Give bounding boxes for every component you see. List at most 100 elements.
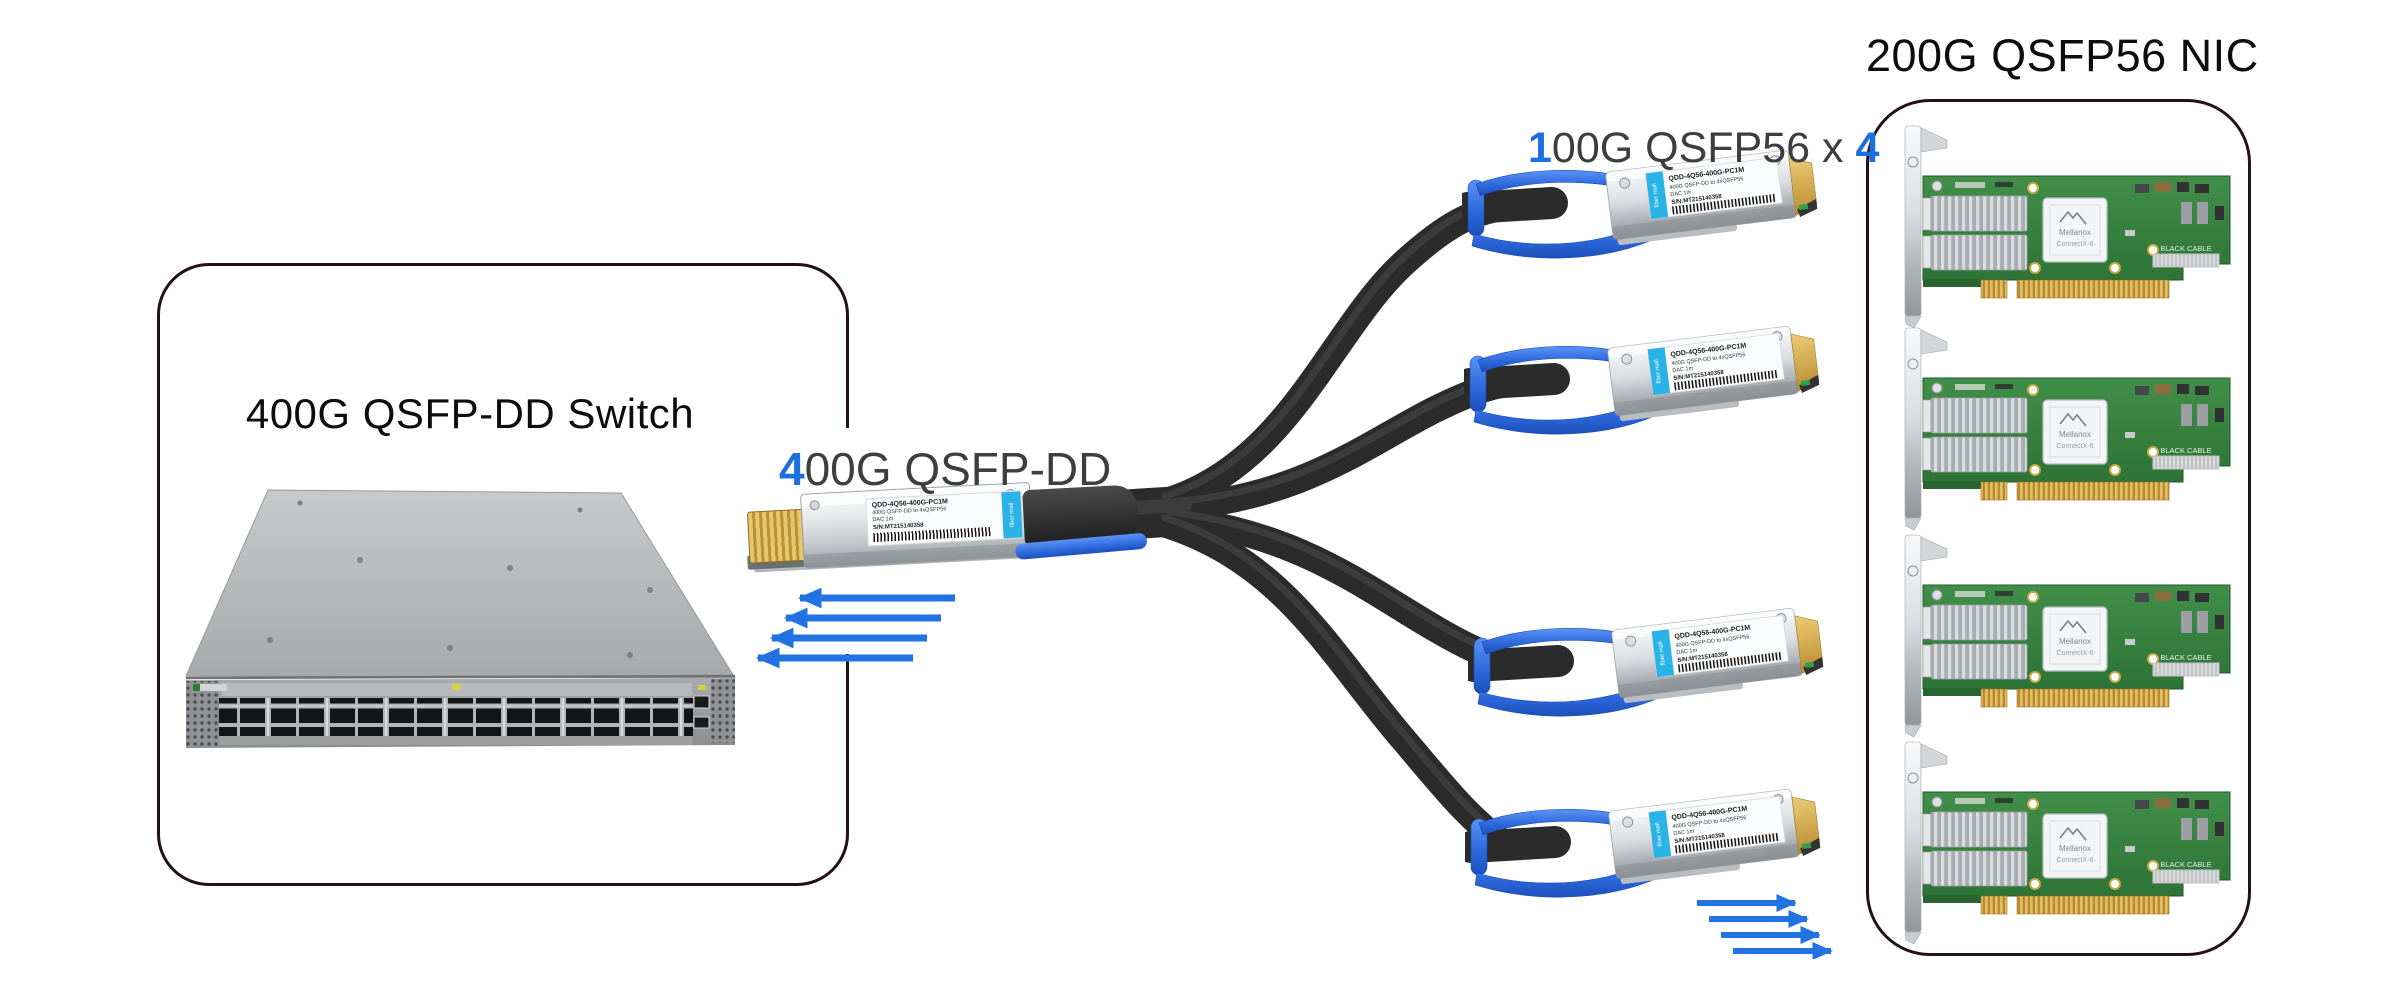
nic-card-image: Mellanox ConnectX-6 BLACK: [1904, 125, 2231, 329]
qsfpdd-label-rest: 00G QSFP-DD: [804, 443, 1112, 495]
connector-brand-strip: [1645, 171, 1669, 220]
connector-label-barcode: [1677, 651, 1783, 673]
mellanox-logo-icon: [2059, 210, 2087, 225]
switch-top-face: [185, 489, 736, 679]
connector-shade: [1614, 843, 1800, 879]
qsfp56-connector-2: fiber mall QDD-4Q56-400G-PC1M 400G QSFP-…: [1454, 326, 1844, 446]
nic-pcie-tab-long: [2016, 481, 2170, 501]
connector-tip-pcb: [1798, 203, 1809, 211]
connector-brand-strip: [1648, 810, 1672, 859]
nic-card-1: Mellanox ConnectX-6 BLACK: [1885, 118, 2245, 330]
qsfpdd-screw-1: [809, 499, 820, 511]
nic-port-cages: [1922, 397, 2028, 473]
connector-brand-strip: [1647, 347, 1671, 396]
qsfpdd-label-length: DAC 1m: [872, 516, 894, 524]
nic-chip-model: ConnectX-6: [2057, 650, 2094, 657]
connector-label-barcode: [1674, 832, 1780, 854]
switch-port-bottom-rail: [219, 736, 693, 745]
qsfp56-connector-4: fiber mall QDD-4Q56-400G-PC1M 400G QSFP-…: [1455, 789, 1845, 909]
connector-gold-tip: [1788, 157, 1818, 216]
connector-gold-tip: [1794, 615, 1824, 674]
switch-right-vent: [711, 679, 735, 743]
nic-pcie-tab-short: [1980, 688, 2008, 708]
connector-tip-pcb: [1800, 379, 1811, 387]
switch-badge: [193, 684, 227, 691]
switch-sticker-1: [452, 684, 461, 690]
qsfp56-connector-3: fiber mall QDD-4Q56-400G-PC1M 400G QSFP-…: [1458, 608, 1848, 728]
nic-silkscreen-text: BLACK CABLE: [2160, 244, 2211, 253]
qsfpdd-spec-label: QDD-4Q56-400G-PC1M 400G QSFP-DD to 4xQSF…: [865, 490, 1024, 547]
nic-card-image: Mellanox ConnectX-6 BLACK: [1904, 327, 2231, 531]
nic-components: [1955, 384, 2224, 438]
nic-port-cages: [1922, 811, 2028, 887]
nic-card-2: Mellanox ConnectX-6 BLACK: [1885, 320, 2245, 532]
connector-screw-1: [1619, 177, 1631, 189]
connector-screw-1: [1625, 635, 1637, 647]
connector-brand-text: fiber mall: [1652, 183, 1661, 208]
cable-branch-3: [1156, 504, 1529, 679]
nic-chip-brand: Mellanox: [2059, 228, 2091, 237]
nic-mezz-connector: [2152, 869, 2220, 884]
nic-cage-screw: [1931, 180, 1943, 192]
nic-chip-brand: Mellanox: [2059, 430, 2091, 439]
mellanox-logo-icon: [2059, 412, 2087, 427]
nic-bracket: [1904, 534, 1948, 738]
nic-bracket: [1904, 327, 1948, 531]
connector-label-barcode: [1671, 193, 1777, 215]
nic-chip: Mellanox ConnectX-6: [2042, 606, 2108, 672]
nic-pcie-tab-short: [1980, 481, 2008, 501]
qsfpdd-label-desc: 400G QSFP-DD to 4xQSFP56: [871, 506, 947, 517]
switch-port-grid: [219, 698, 693, 736]
nic-card-image: Mellanox ConnectX-6 BLACK: [1904, 534, 2231, 738]
connector-body-group: fiber mall QDD-4Q56-400G-PC1M 400G QSFP-…: [1611, 608, 1824, 703]
connector-shade: [1617, 662, 1803, 698]
switch-group-title: 400G QSFP-DD Switch: [245, 390, 695, 437]
connector-brand-text: fiber mall: [1655, 822, 1664, 847]
nic-chip: Mellanox ConnectX-6: [2042, 399, 2108, 465]
switch-chassis-seam: [185, 674, 736, 680]
nic-mount-holes: [2027, 182, 2159, 274]
switch-logo-mark: [193, 684, 200, 691]
nic-silkscreen-text: BLACK CABLE: [2160, 860, 2211, 869]
connector-brand-text: fiber mall: [1658, 641, 1667, 666]
qsfp56-connector-image: fiber mall QDD-4Q56-400G-PC1M 400G QSFP-…: [1455, 789, 1821, 898]
connector-brand-text: fiber mall: [1654, 359, 1663, 384]
nic-components: [1955, 182, 2224, 236]
nic-cage-screw: [1931, 796, 1943, 808]
nic-pcie-tab-long: [2016, 279, 2170, 299]
nic-bracket: [1904, 125, 1948, 329]
switch-sticker-2: [698, 685, 706, 690]
cable-branch-2: [1156, 369, 1524, 522]
nic-mezz-connector: [2152, 662, 2220, 677]
connector-gold-tip: [1790, 333, 1820, 392]
nic-silkscreen-text: BLACK CABLE: [2160, 446, 2211, 455]
nic-pcb: Mellanox ConnectX-6 BLACK: [1922, 377, 2231, 501]
nic-chip-model: ConnectX-6: [2057, 443, 2094, 450]
qsfp56-end-label: 100G QSFP56 x 4: [1528, 124, 1879, 173]
connector-shade: [1611, 204, 1797, 240]
connector-tip-pcb: [1804, 661, 1815, 669]
nic-chip-model: ConnectX-6: [2057, 241, 2094, 248]
egress-arrows: [1697, 894, 1833, 959]
connector-brand-strip: [1651, 629, 1675, 678]
nic-chip-brand: Mellanox: [2059, 844, 2091, 853]
nic-card-4: Mellanox ConnectX-6 BLACK: [1885, 734, 2245, 946]
qsfp56-label-accent-end: 4: [1855, 124, 1880, 172]
nic-port-cages: [1922, 195, 2028, 271]
nic-group-title: 200G QSFP56 NIC: [1866, 30, 2259, 81]
connector-body-group: fiber mall QDD-4Q56-400G-PC1M 400G QSFP-…: [1608, 789, 1821, 884]
nic-cage-screw: [1931, 382, 1943, 394]
qsfpdd-brand-text: fiber mall: [1008, 502, 1016, 528]
nic-components: [1955, 798, 2224, 852]
qsfpdd-brand-strip: fiber mall: [1001, 491, 1023, 539]
nic-chip-model: ConnectX-6: [2057, 857, 2094, 864]
nic-pcb: Mellanox ConnectX-6 BLACK: [1922, 791, 2231, 915]
qsfp56-label-accent-start: 1: [1528, 124, 1552, 172]
connector-body-group: fiber mall QDD-4Q56-400G-PC1M 400G QSFP-…: [1605, 150, 1818, 245]
nic-port-cages: [1922, 604, 2028, 680]
connector-shade: [1613, 380, 1799, 416]
connector-label-length: DAC 1m: [1670, 190, 1692, 199]
nic-components: [1955, 591, 2224, 645]
switch-top-screws: [267, 500, 653, 658]
